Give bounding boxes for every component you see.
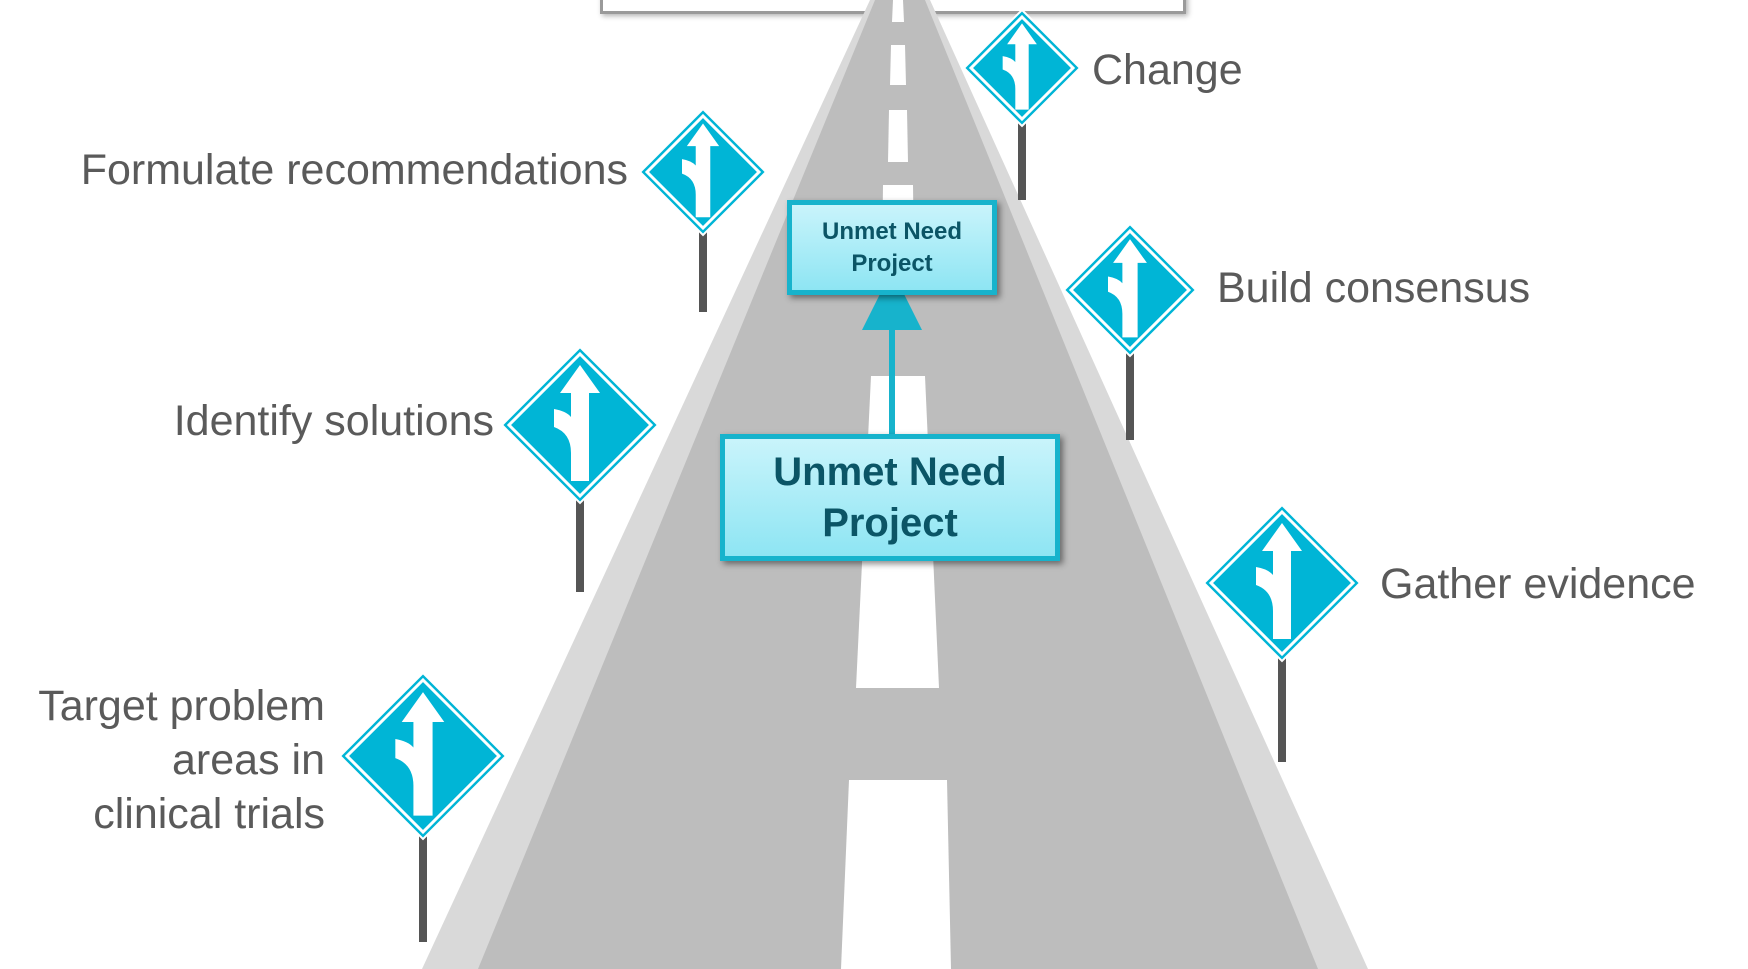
project-large-line1: Unmet Need bbox=[773, 449, 1007, 494]
road-dash bbox=[841, 780, 951, 969]
merge-sign-icon bbox=[1108, 239, 1147, 338]
sign-gather bbox=[1202, 503, 1362, 762]
sign-target bbox=[338, 671, 508, 942]
road-dash bbox=[892, 0, 904, 22]
sign-border bbox=[344, 677, 502, 835]
sign-identify bbox=[500, 345, 660, 592]
milestone-label-gather: Gather evidence bbox=[1380, 560, 1696, 608]
sign-formulate bbox=[638, 107, 768, 312]
milestone-label-target: Target problem areas in clinical trials bbox=[38, 679, 325, 841]
target-line: Target problem bbox=[38, 682, 325, 730]
sign-pole bbox=[419, 835, 427, 942]
merge-sign-icon bbox=[1256, 523, 1302, 639]
sign-border bbox=[506, 351, 654, 499]
project-small-line2: Project bbox=[851, 249, 933, 277]
project-large-line2: Project bbox=[822, 500, 958, 545]
milestone-label-identify: Identify solutions bbox=[173, 397, 494, 445]
target-line: areas in bbox=[172, 736, 325, 784]
merge-sign-icon bbox=[554, 365, 600, 481]
sign-pole bbox=[1126, 352, 1134, 440]
project-small-line1: Unmet Need bbox=[821, 217, 963, 245]
milestone-label-build: Build consensus bbox=[1217, 264, 1531, 312]
sign-pole bbox=[576, 499, 584, 592]
sign-border bbox=[1068, 228, 1192, 352]
signs-layer bbox=[338, 8, 1362, 942]
sign-pole bbox=[699, 231, 707, 312]
unmet-need-project-box-large: Unmet Need Project bbox=[720, 434, 1060, 561]
sign-pole bbox=[1018, 122, 1026, 200]
sign-border bbox=[968, 14, 1076, 122]
sign-pole bbox=[1278, 657, 1286, 762]
sign-change bbox=[962, 8, 1082, 200]
sign-build bbox=[1062, 222, 1198, 440]
road-dash bbox=[888, 110, 908, 162]
target-line: clinical trials bbox=[93, 790, 325, 838]
merge-sign-icon bbox=[1002, 23, 1037, 110]
road-dash bbox=[890, 45, 906, 85]
sign-border bbox=[1208, 509, 1356, 657]
merge-sign-icon bbox=[682, 123, 720, 218]
merge-sign-icon bbox=[395, 692, 445, 816]
sign-border bbox=[644, 113, 762, 231]
milestone-label-formulate: Formulate recommendations bbox=[80, 146, 628, 194]
unmet-need-project-box-small: Unmet Need Project bbox=[787, 200, 997, 295]
milestone-label-change: Change bbox=[1092, 46, 1243, 94]
